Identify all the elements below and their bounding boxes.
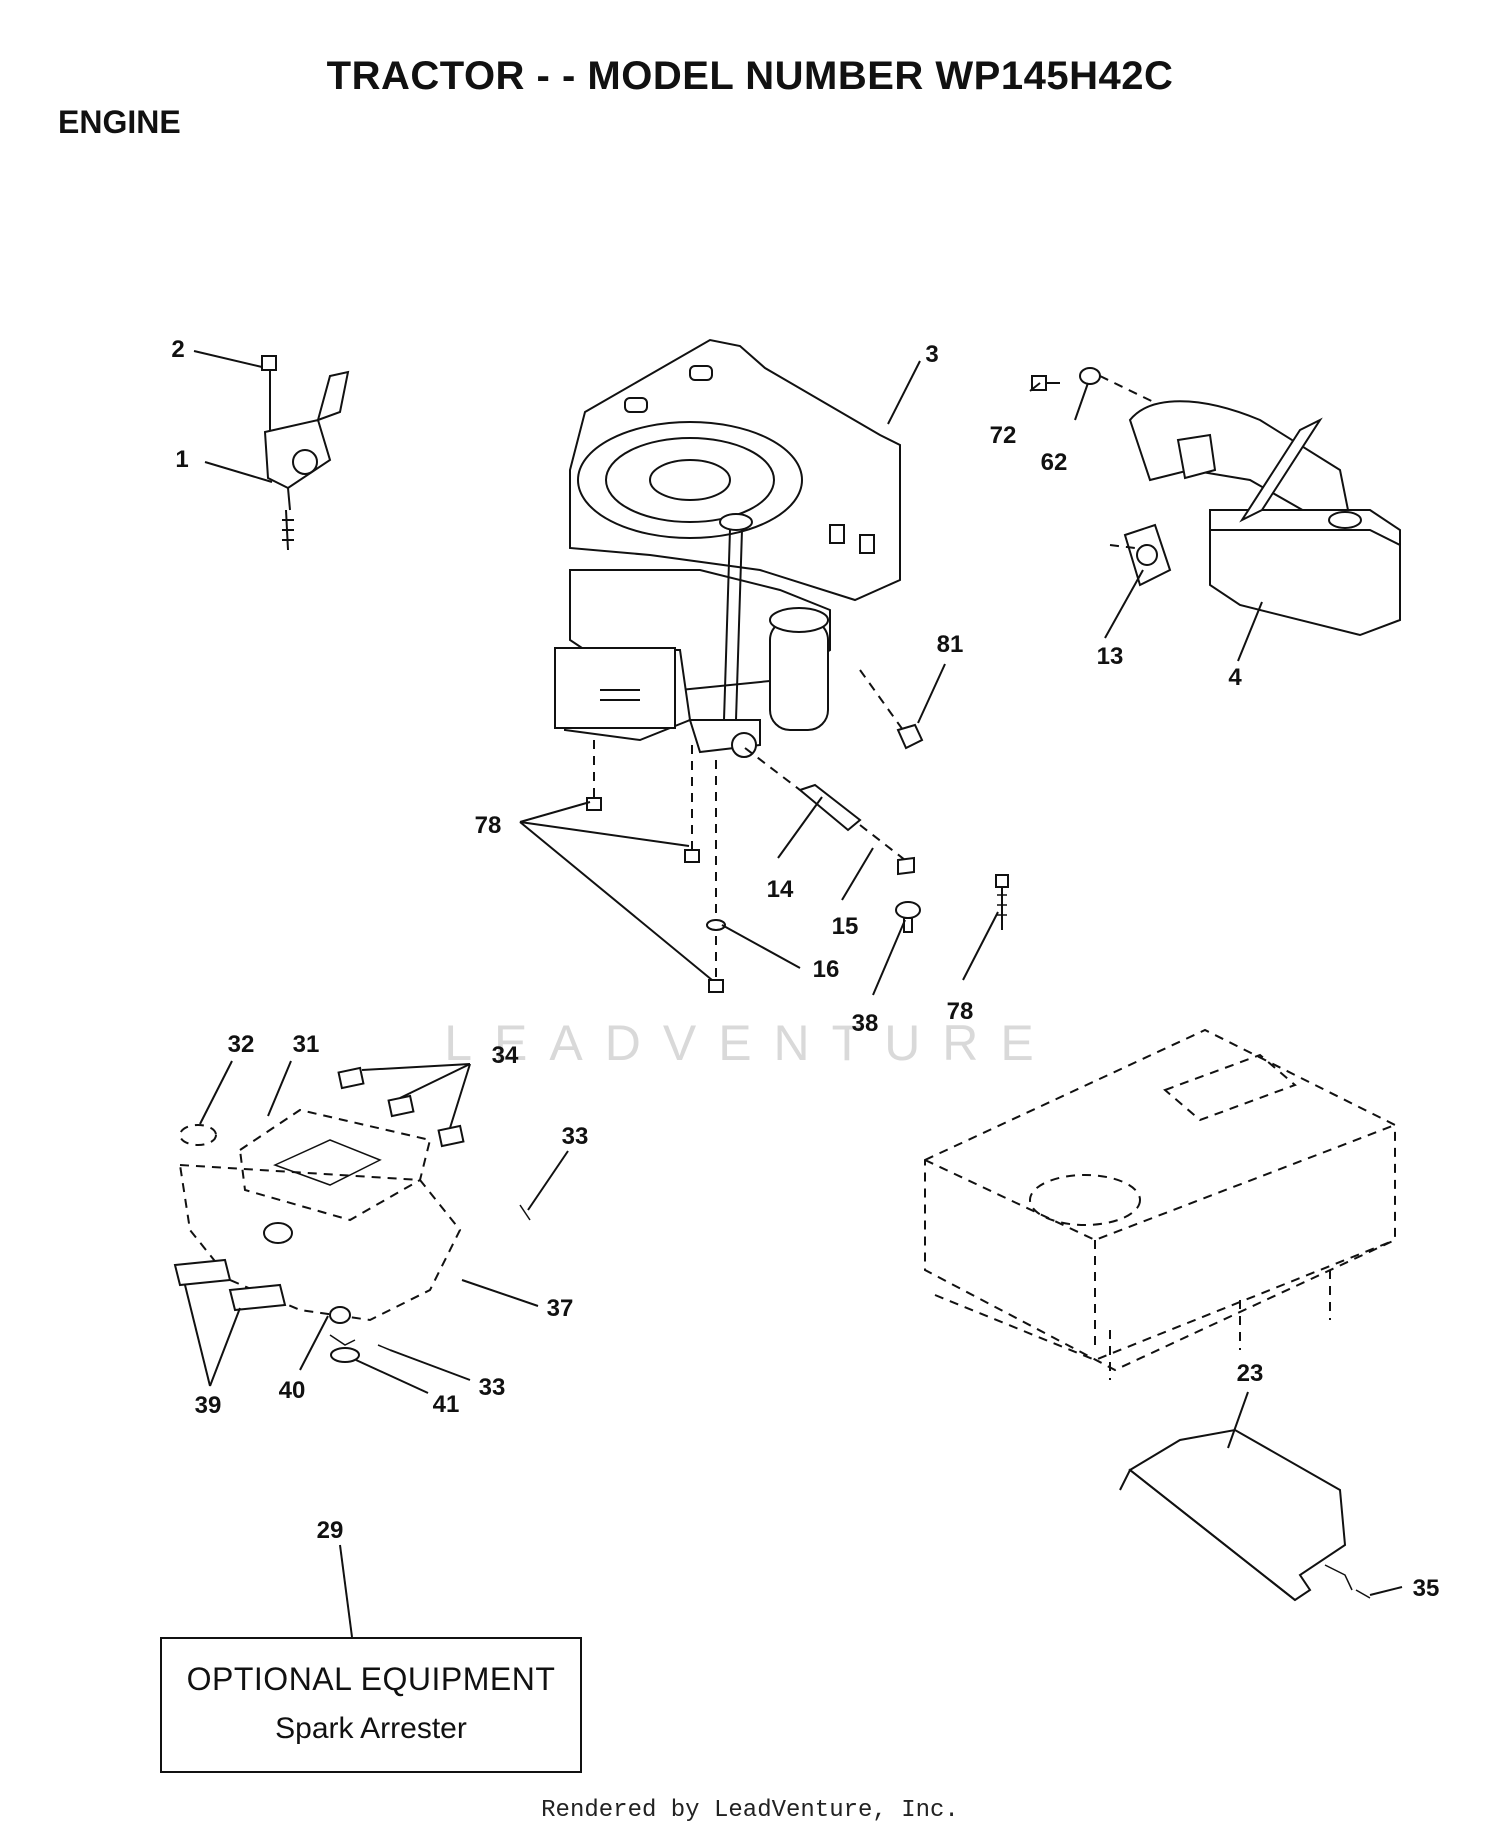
engine-drawing (554, 338, 901, 758)
callout-39: 39 (195, 1392, 222, 1419)
callout-33-lower: 33 (479, 1374, 506, 1401)
optional-equipment-item: Spark Arrester (275, 1712, 467, 1745)
section-title: ENGINE (58, 104, 181, 140)
callout-40: 40 (279, 1377, 306, 1404)
callout-16: 16 (813, 956, 840, 983)
callout-34: 34 (492, 1042, 519, 1069)
callout-15: 15 (832, 913, 859, 940)
callout-33-upper: 33 (562, 1123, 589, 1150)
callout-72: 72 (990, 422, 1017, 449)
frame-drawing (924, 1028, 1396, 1380)
callout-35: 35 (1413, 1575, 1440, 1602)
page-title: TRACTOR - - MODEL NUMBER WP145H42C (326, 54, 1174, 98)
callout-2: 2 (171, 336, 184, 363)
optional-equipment-box: OPTIONAL EQUIPMENT Spark Arrester (160, 1637, 582, 1773)
optional-equipment-heading: OPTIONAL EQUIPMENT (186, 1661, 556, 1697)
callout-13: 13 (1097, 643, 1124, 670)
callout-32: 32 (228, 1031, 255, 1058)
heat-shield-drawing (1119, 1428, 1371, 1602)
callout-78-upper: 78 (475, 812, 502, 839)
callout-81: 81 (937, 631, 964, 658)
callout-78-lower: 78 (947, 998, 974, 1025)
callout-38: 38 (852, 1010, 879, 1037)
callout-4: 4 (1228, 664, 1242, 691)
footer-credit: Rendered by LeadVenture, Inc. (541, 1797, 959, 1824)
callout-23: 23 (1237, 1360, 1264, 1387)
engine-hardware-drawing (586, 669, 1009, 993)
callout-41: 41 (433, 1391, 460, 1418)
watermark: LEADVENTURE (444, 1015, 1056, 1071)
callout-1: 1 (175, 446, 188, 473)
throttle-control-drawing (261, 355, 350, 551)
engine-base-drawing (173, 1066, 531, 1363)
callout-3: 3 (925, 341, 938, 368)
muffler-drawing (1031, 367, 1401, 637)
callout-14: 14 (767, 876, 794, 903)
callout-62: 62 (1041, 449, 1068, 476)
callout-31: 31 (293, 1031, 320, 1058)
callout-37: 37 (547, 1295, 574, 1322)
leader-lines (184, 350, 1403, 1638)
callout-labels: 1 2 3 72 62 4 13 81 78 14 15 16 38 78 32… (171, 336, 1439, 1602)
callout-29: 29 (317, 1517, 344, 1544)
